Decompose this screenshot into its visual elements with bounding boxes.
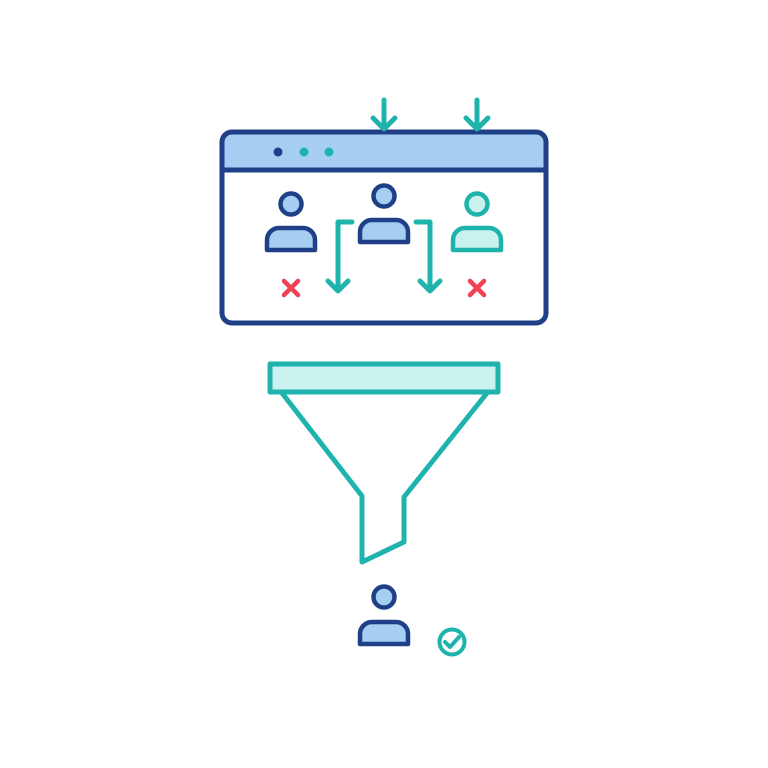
arrow-down-icon bbox=[463, 97, 491, 132]
arrow-down-icon bbox=[370, 97, 398, 132]
window-dot-icon bbox=[299, 147, 309, 157]
person-icon-rejected-right bbox=[450, 191, 504, 253]
browser-window bbox=[219, 129, 549, 326]
check-circle-icon bbox=[437, 627, 467, 657]
window-frame bbox=[219, 129, 549, 326]
person-icon-center bbox=[357, 183, 411, 245]
window-dot-icon bbox=[273, 147, 283, 157]
window-dot-icon bbox=[324, 147, 334, 157]
person-icon-rejected-left bbox=[264, 191, 318, 253]
reject-x-icon bbox=[467, 278, 487, 298]
branch-arrow-left-icon bbox=[325, 219, 355, 294]
funnel-icon bbox=[267, 361, 501, 565]
reject-x-icon bbox=[281, 278, 301, 298]
person-icon-selected bbox=[357, 584, 411, 647]
title-bar bbox=[222, 132, 546, 170]
branch-arrow-right-icon bbox=[413, 219, 443, 294]
